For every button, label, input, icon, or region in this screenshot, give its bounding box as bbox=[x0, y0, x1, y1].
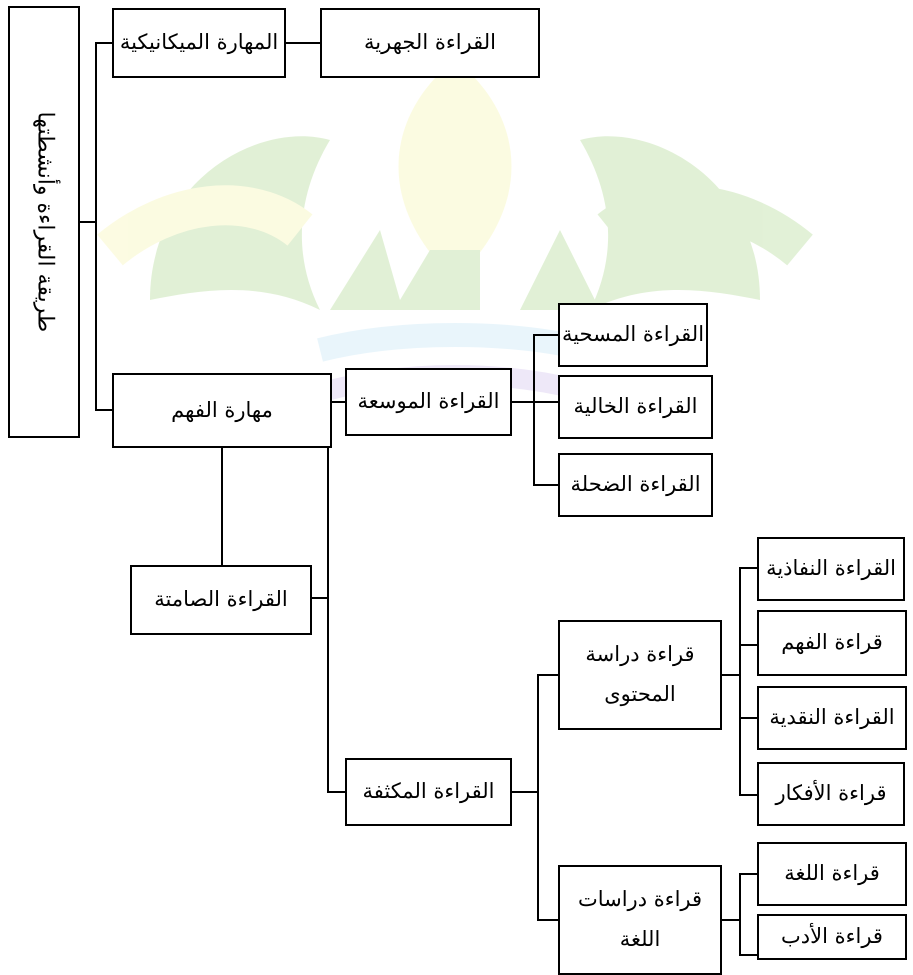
comprehension-reading-label: قراءة الفهم bbox=[781, 630, 883, 655]
penetrating-reading-node: القراءة النفاذية bbox=[757, 537, 905, 601]
intensive-reading-label: القراءة المكثفة bbox=[362, 779, 495, 804]
comprehension-skill-node: مهارة الفهم bbox=[112, 373, 332, 448]
connector-language bbox=[721, 873, 758, 956]
connector-extensive bbox=[511, 334, 559, 486]
language-study-label-line1: قراءة دراسات bbox=[577, 887, 703, 912]
penetrating-reading-label: القراءة النفاذية bbox=[766, 556, 896, 581]
skimming-reading-label: القراءة المسحية bbox=[561, 322, 705, 347]
mechanical-skill-node: المهارة الميكانيكية bbox=[112, 8, 286, 78]
critical-reading-node: القراءة النقدية bbox=[757, 686, 907, 750]
watermark-leaf-right bbox=[580, 136, 760, 310]
connector-intensive bbox=[511, 674, 559, 921]
shallow-reading-node: القراءة الضحلة bbox=[558, 453, 713, 517]
extensive-reading-node: القراءة الموسعة bbox=[345, 368, 512, 436]
content-study-node: قراءة دراسة المحتوى bbox=[558, 620, 722, 730]
language-reading-label: قراءة اللغة bbox=[784, 861, 880, 886]
connector-root bbox=[79, 42, 113, 411]
content-study-label-line1: قراءة دراسة bbox=[585, 642, 695, 667]
root-node: طريقة القراءة وأنشطتها bbox=[8, 6, 80, 438]
critical-reading-label: القراءة النقدية bbox=[769, 705, 895, 730]
literature-reading-label: قراءة الأدب bbox=[781, 924, 883, 949]
extensive-reading-label: القراءة الموسعة bbox=[357, 389, 500, 414]
shallow-reading-label: القراءة الضحلة bbox=[570, 472, 701, 497]
content-study-label-line2: المحتوى bbox=[604, 682, 676, 706]
root-label: طريقة القراءة وأنشطتها bbox=[31, 111, 57, 333]
watermark-leaf-center bbox=[398, 60, 512, 280]
silent-reading-node: القراءة الصامتة bbox=[130, 565, 312, 635]
empty-reading-node: القراءة الخالية bbox=[558, 375, 713, 439]
comprehension-skill-label: مهارة الفهم bbox=[171, 397, 273, 422]
connector-silent bbox=[311, 401, 346, 793]
empty-reading-label: القراءة الخالية bbox=[573, 394, 698, 419]
intensive-reading-node: القراءة المكثفة bbox=[345, 758, 512, 826]
mechanical-skill-label: المهارة الميكانيكية bbox=[119, 30, 279, 55]
reading-aloud-label: القراءة الجهرية bbox=[364, 30, 496, 55]
ideas-reading-node: قراءة الأفكار bbox=[757, 762, 905, 826]
watermark-letters bbox=[330, 230, 600, 310]
reading-aloud-node: القراءة الجهرية bbox=[320, 8, 540, 78]
silent-reading-label: القراءة الصامتة bbox=[154, 587, 288, 612]
connector-content bbox=[721, 567, 758, 796]
watermark-arc-right bbox=[597, 185, 813, 266]
watermark-arc-left bbox=[97, 185, 313, 266]
literature-reading-node: قراءة الأدب bbox=[757, 914, 907, 960]
watermark-leaf-left bbox=[150, 136, 330, 310]
skimming-reading-node: القراءة المسحية bbox=[558, 303, 708, 367]
language-reading-node: قراءة اللغة bbox=[757, 842, 907, 906]
ideas-reading-label: قراءة الأفكار bbox=[775, 781, 887, 806]
comprehension-reading-node: قراءة الفهم bbox=[757, 610, 907, 676]
language-study-label-line2: اللغة bbox=[619, 927, 661, 951]
language-study-node: قراءة دراسات اللغة bbox=[558, 865, 722, 975]
